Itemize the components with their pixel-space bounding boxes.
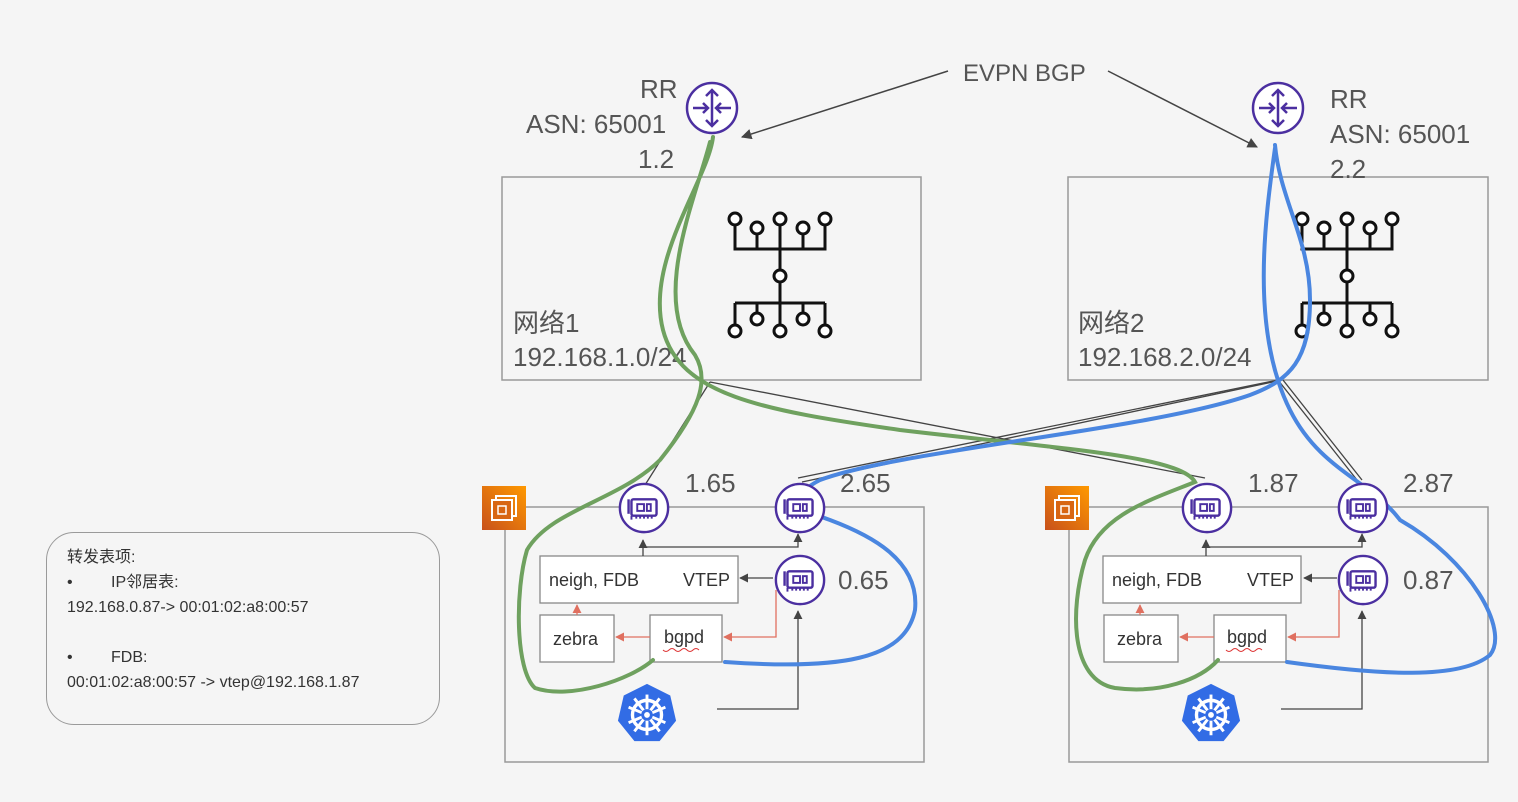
evpn-bgp-label: EVPN BGP xyxy=(963,60,1086,87)
aws-instance-icon xyxy=(1045,486,1089,530)
node-2-zebra-label: zebra xyxy=(1117,629,1163,649)
node-2-nic-a-label: 1.87 xyxy=(1248,468,1299,498)
fdb-title: FDB: xyxy=(111,649,148,666)
green-bgp-session-path xyxy=(516,135,1220,694)
rr1-asn: ASN: 65001 xyxy=(526,109,666,139)
node-2-bgpd-box xyxy=(1213,614,1287,663)
node-1-neigh-box xyxy=(539,555,739,604)
network-1-box xyxy=(501,176,922,381)
node-1-arrows xyxy=(572,533,803,710)
network-2-box xyxy=(1067,176,1489,381)
node-1-box xyxy=(504,506,925,763)
router-icon xyxy=(1251,81,1305,135)
rr2-role: RR xyxy=(1330,84,1368,114)
forwarding-table-panel: 转发表项: • IP邻居表: 192.168.0.87-> 00:01:02:a8… xyxy=(46,532,440,725)
node-1-nic-c-label: 0.65 xyxy=(838,565,889,595)
evpn-arrow-left xyxy=(741,70,949,140)
ip-neighbor-entry: 192.168.0.87-> 00:01:02:a8:00:57 xyxy=(67,599,309,616)
rr2-asn: ASN: 65001 xyxy=(1330,119,1470,149)
node-2-nic-b-label: 2.87 xyxy=(1403,468,1454,498)
forwarding-table-title: 转发表项: xyxy=(67,549,136,566)
router-icon xyxy=(685,81,739,135)
rr2-addr: 2.2 xyxy=(1330,154,1366,184)
network-links xyxy=(644,379,1363,486)
bullet: • xyxy=(67,574,73,591)
kubernetes-icon xyxy=(616,682,678,743)
ip-neighbor-heading: • IP邻居表: xyxy=(67,570,439,595)
network-1-name: 网络1 xyxy=(513,308,579,338)
spell-underline xyxy=(1225,648,1263,652)
blue-bgp-session-path xyxy=(723,143,1497,675)
network-1-cidr: 192.168.1.0/24 xyxy=(513,342,687,372)
node-2-neigh-box xyxy=(1102,555,1302,604)
rr1-role: RR xyxy=(640,74,678,104)
kubernetes-icon xyxy=(1180,682,1242,743)
fdb-entry: 00:01:02:a8:00:57 -> vtep@192.168.1.87 xyxy=(67,674,360,691)
node-1-bgpd-label: bgpd xyxy=(664,627,704,647)
node-1-vtep-label: VTEP xyxy=(683,570,730,590)
nic-icon xyxy=(1181,482,1233,534)
node-2-box xyxy=(1068,506,1489,763)
node-1-neigh-label: neigh, FDB xyxy=(549,570,639,590)
spell-underline xyxy=(662,648,700,652)
node-1-nic-b-label: 2.65 xyxy=(840,468,891,498)
node-2-nic-c-label: 0.87 xyxy=(1403,565,1454,595)
node-2-neigh-label: neigh, FDB xyxy=(1112,570,1202,590)
node-1-zebra-label: zebra xyxy=(553,629,599,649)
evpn-arrow-right xyxy=(1107,70,1258,148)
rr1-addr: 1.2 xyxy=(638,144,674,174)
nic-icon xyxy=(774,482,826,534)
node-2-zebra-box xyxy=(1103,614,1179,663)
bullet: • xyxy=(67,649,73,666)
node-1-nic-a-label: 1.65 xyxy=(685,468,736,498)
fdb-heading: • FDB: xyxy=(67,645,439,670)
nic-icon xyxy=(1337,482,1389,534)
network-2-cidr: 192.168.2.0/24 xyxy=(1078,342,1252,372)
ip-neighbor-title: IP邻居表: xyxy=(111,574,179,591)
node-2-arrows xyxy=(1135,533,1367,710)
nic-icon xyxy=(618,482,670,534)
node-2-vtep-label: VTEP xyxy=(1247,570,1294,590)
node-1-zebra-box xyxy=(539,614,615,663)
node-1-bgpd-box xyxy=(649,614,723,663)
network-2-name: 网络2 xyxy=(1078,308,1144,338)
nic-icon xyxy=(1337,554,1389,606)
node-2-bgpd-label: bgpd xyxy=(1227,627,1267,647)
nic-icon xyxy=(774,554,826,606)
aws-instance-icon xyxy=(482,486,526,530)
